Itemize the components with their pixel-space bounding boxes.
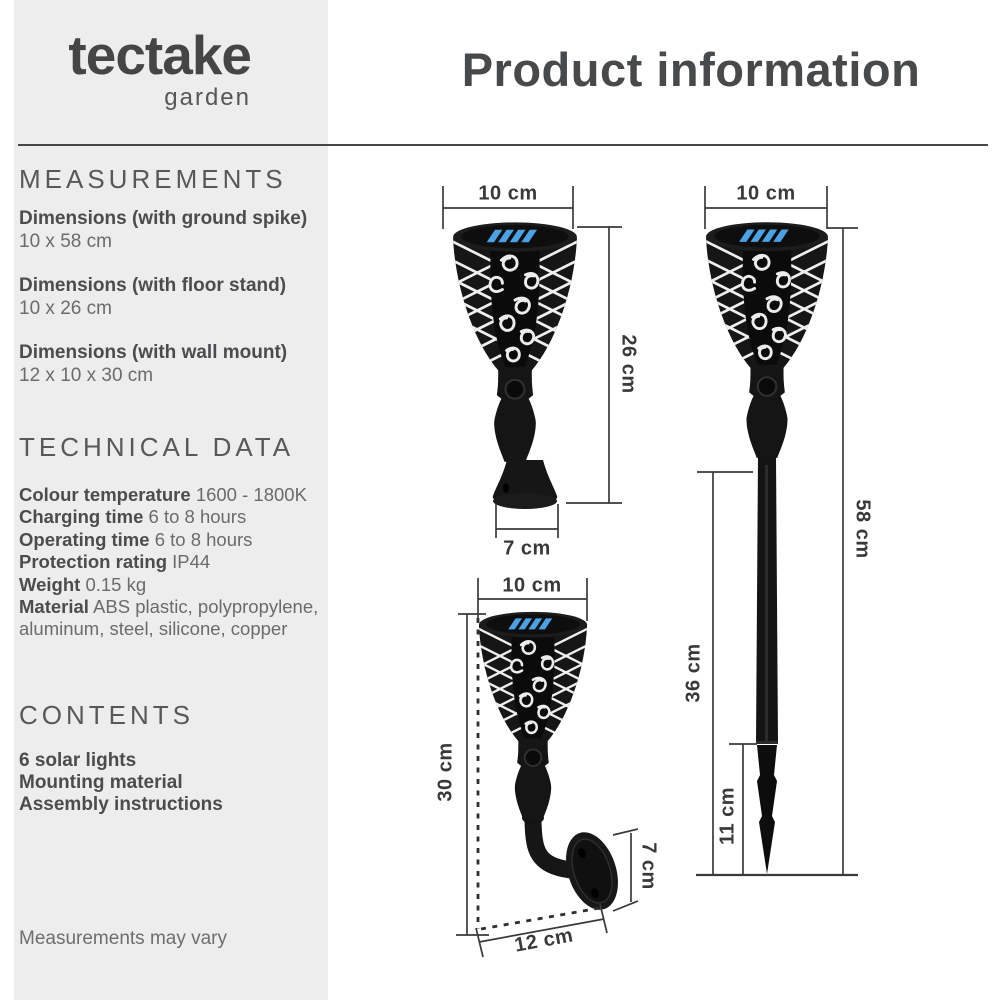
header-divider (18, 144, 988, 146)
dim-ground-spike-pole-height: 36 cm (682, 643, 705, 703)
measurement-item: Dimensions (with ground spike) 10 x 58 c… (19, 207, 321, 253)
measurement-value: 10 x 58 cm (19, 231, 112, 252)
measurement-label: Dimensions (with ground spike) (19, 208, 308, 229)
technical-heading: TECHNICAL DATA (19, 432, 295, 462)
tech-value: IP44 (172, 551, 211, 573)
measurement-label: Dimensions (with floor stand) (19, 275, 287, 296)
tech-item: Charging time 6 to 8 hours (19, 506, 319, 528)
tech-value: ABS plastic, polypropylene, aluminum, st… (19, 596, 319, 640)
measurement-label: Dimensions (with wall mount) (19, 342, 288, 363)
tech-value: 6 to 8 hours (154, 528, 253, 550)
dim-wall-mount-depth: 12 cm (512, 924, 576, 957)
measurement-value: 12 x 10 x 30 cm (19, 365, 154, 386)
footnote: Measurements may vary (19, 928, 228, 949)
sidebar: tectake garden MEASUREMENTS Dimensions (… (14, 0, 328, 1000)
tech-item: Weight 0.15 kg (19, 574, 319, 596)
tech-item: Protection rating IP44 (19, 551, 319, 573)
torch-floor-stand-image (450, 215, 580, 509)
torch-ground-spike-image (705, 215, 860, 874)
dim-wall-mount-width: 10 cm (502, 574, 562, 597)
tech-label: Colour temperature (19, 484, 191, 505)
contents-item: 6 solar lights (19, 750, 137, 771)
dim-floor-stand-height: 26 cm (617, 334, 640, 394)
page-title: Product information (461, 43, 921, 96)
wall-plate (566, 832, 618, 910)
dim-ground-spike-total-height: 58 cm (851, 499, 874, 559)
tech-label: Operating time (19, 528, 150, 550)
dim-floor-stand-width: 10 cm (478, 182, 538, 205)
brand-subtitle: garden (164, 84, 251, 111)
tech-label: Charging time (19, 506, 144, 528)
contents-item: Mounting material (19, 772, 183, 793)
tech-item: Operating time 6 to 8 hours (19, 529, 319, 551)
contents-list: 6 solar lights Mounting material Assembl… (19, 750, 319, 816)
dim-floor-stand-base: 7 cm (503, 537, 551, 560)
tech-label: Weight (19, 573, 81, 595)
torch-wall-mount-image (478, 605, 618, 910)
brand-name: tectake (68, 24, 252, 86)
measurements-heading: MEASUREMENTS (19, 164, 287, 194)
tech-label: Material (19, 596, 89, 618)
tech-item: Material ABS plastic, polypropylene, alu… (19, 596, 319, 641)
brand-logo: tectake garden (19, 24, 252, 112)
tech-label: Protection rating (19, 551, 168, 573)
dim-wall-mount-plate-height: 7 cm (637, 842, 660, 890)
measurement-item: Dimensions (with wall mount) 12 x 10 x 3… (19, 341, 321, 387)
contents-item: Assembly instructions (19, 794, 223, 815)
measurements-list: Dimensions (with ground spike) 10 x 58 c… (19, 207, 321, 408)
tech-value: 6 to 8 hours (148, 506, 247, 528)
contents-heading: CONTENTS (19, 700, 194, 730)
dim-ground-spike-width: 10 cm (736, 182, 796, 205)
measurement-value: 10 x 26 cm (19, 298, 112, 319)
tech-item: Colour temperature 1600 - 1800K (19, 484, 319, 506)
tech-value: 1600 - 1800K (195, 484, 307, 505)
measurement-item: Dimensions (with floor stand) 10 x 26 cm (19, 274, 321, 320)
technical-list: Colour temperature 1600 - 1800K Charging… (19, 484, 319, 641)
tech-value: 0.15 kg (85, 573, 147, 595)
dim-ground-spike-spike-length: 11 cm (716, 786, 739, 846)
dim-wall-mount-height: 30 cm (434, 742, 457, 802)
